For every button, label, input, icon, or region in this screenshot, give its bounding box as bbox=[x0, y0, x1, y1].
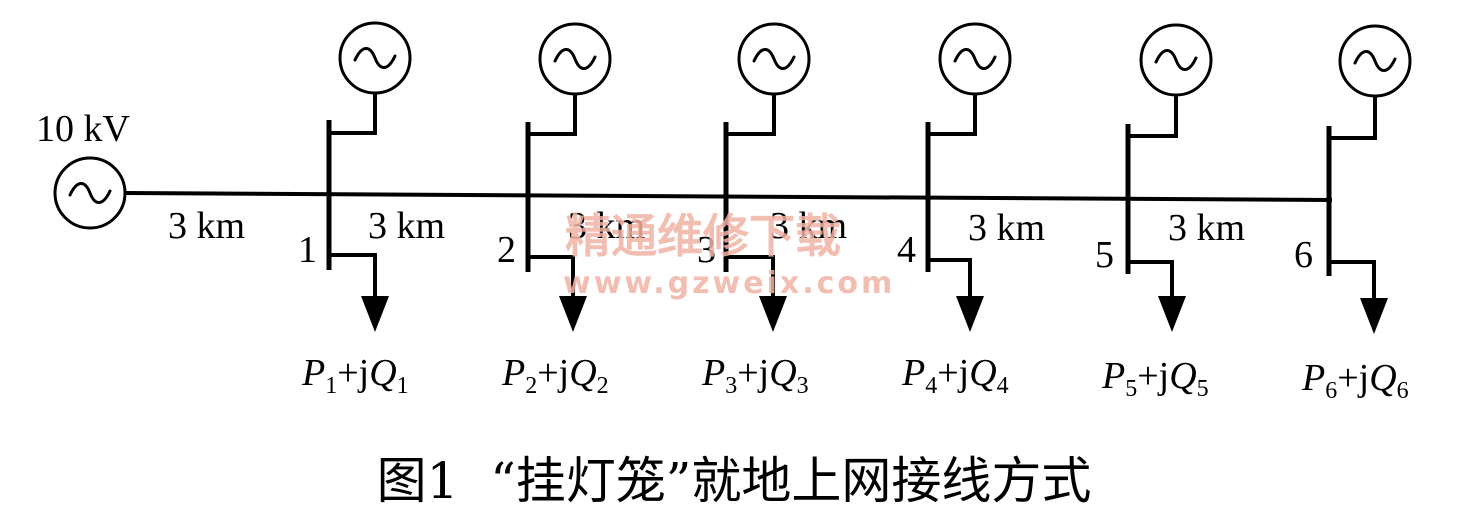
generator-feed-line bbox=[926, 93, 977, 136]
tilde-icon bbox=[353, 47, 397, 69]
generator-feed-line bbox=[526, 93, 577, 136]
load-arrow-icon bbox=[1158, 296, 1186, 332]
segment-length-label: 3 km bbox=[968, 207, 1045, 249]
load-label: P4+jQ4 bbox=[901, 352, 1009, 399]
bus-number: 5 bbox=[1095, 234, 1114, 276]
bus-node: 3 P3+jQ3 bbox=[697, 22, 811, 399]
bus-number: 6 bbox=[1294, 234, 1313, 276]
load-arrow-icon bbox=[1360, 298, 1388, 334]
bus-number: 3 bbox=[697, 229, 716, 271]
bus-number: 4 bbox=[897, 229, 916, 271]
source-voltage-label: 10 kV bbox=[36, 108, 131, 150]
load-feed-line bbox=[926, 258, 972, 300]
load-feed-line bbox=[1126, 260, 1174, 300]
tilde-icon bbox=[68, 182, 112, 204]
tilde-icon bbox=[1353, 50, 1397, 72]
watermark-url: www.gzweix.com bbox=[563, 266, 895, 301]
segment-length-label: 3 km bbox=[770, 205, 847, 247]
bus-node: 5 P5+jQ5 bbox=[1095, 23, 1213, 402]
generator-feed-line bbox=[1327, 95, 1377, 140]
load-label: P3+jQ3 bbox=[701, 352, 809, 399]
bus-node: 2 P2+jQ2 bbox=[497, 22, 612, 399]
load-feed-line bbox=[724, 255, 775, 300]
segment-length-label: 3 km bbox=[168, 205, 245, 247]
tilde-icon bbox=[752, 48, 796, 70]
load-label: P2+jQ2 bbox=[501, 352, 609, 399]
segment-length-label: 3 km bbox=[368, 205, 445, 247]
tilde-icon bbox=[953, 48, 997, 70]
generator-feed-line bbox=[724, 93, 776, 136]
bus-node: 1 P1+jQ1 bbox=[298, 21, 412, 399]
bus-node: 4 P4+jQ4 bbox=[897, 22, 1012, 399]
load-label: P6+jQ6 bbox=[1301, 357, 1409, 404]
load-arrow-icon bbox=[956, 296, 984, 332]
segment-length-label: 3 km bbox=[1168, 207, 1245, 249]
load-arrow-icon bbox=[361, 296, 389, 332]
load-arrow-icon bbox=[759, 296, 787, 332]
figure-caption: 图1 “挂灯笼”就地上网接线方式 bbox=[377, 452, 1092, 510]
bus-number: 2 bbox=[497, 229, 516, 271]
segment-length-label: 3 km bbox=[568, 205, 645, 247]
tilde-icon bbox=[553, 48, 597, 70]
tilde-icon bbox=[1154, 49, 1198, 71]
generator-feed-line bbox=[1126, 94, 1178, 138]
bus-node: 6 P6+jQ6 bbox=[1294, 24, 1412, 404]
bus-number: 1 bbox=[298, 229, 317, 271]
load-label: P5+jQ5 bbox=[1101, 355, 1209, 402]
source-generator bbox=[53, 156, 127, 230]
load-feed-line bbox=[327, 253, 377, 300]
load-arrow-icon bbox=[559, 296, 587, 332]
generator-feed-line bbox=[327, 92, 377, 135]
watermark-text: 精通维修下载 bbox=[565, 209, 841, 263]
load-feed-line bbox=[1327, 260, 1376, 302]
load-feed-line bbox=[526, 255, 575, 300]
load-label: P1+jQ1 bbox=[301, 352, 409, 399]
